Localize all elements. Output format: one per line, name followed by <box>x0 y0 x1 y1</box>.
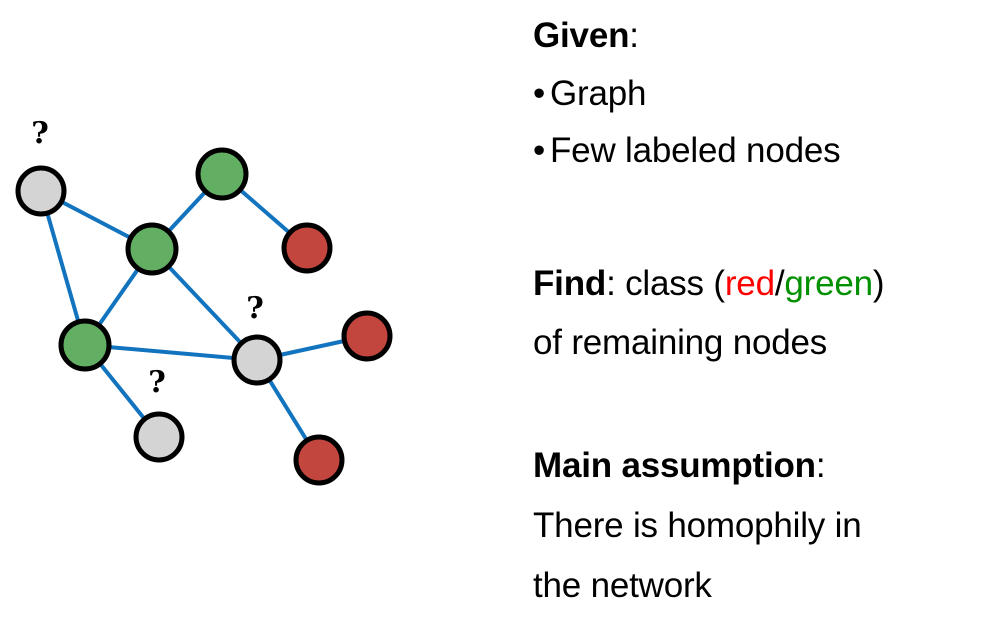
find-line-1: Find: class (red/green) <box>533 264 885 304</box>
given-heading-colon: : <box>629 16 639 55</box>
assumption-heading-colon: : <box>815 446 826 485</box>
graph-node-green-top[interactable] <box>195 147 249 201</box>
bullet-few-labeled-nodes-label: Few labeled nodes <box>550 131 841 170</box>
bullet-dot-icon: • <box>533 74 546 113</box>
bullet-graph-label: Graph <box>550 74 647 113</box>
given-heading-label: Given <box>533 16 630 55</box>
graph-node-gray-unknown-center[interactable] <box>231 334 283 386</box>
assumption-heading-label: Main assumption <box>533 446 816 485</box>
given-heading: Given: <box>533 16 639 56</box>
assumption-line-2: the network <box>533 566 712 605</box>
graph-edge-n5-n6 <box>83 343 259 362</box>
graph-node-gray-unknown-top-left[interactable] <box>15 165 67 217</box>
bullet-dot-icon: • <box>533 131 546 170</box>
graph-node-red-right[interactable] <box>341 310 393 362</box>
graph-node-green-middle[interactable] <box>125 222 179 276</box>
question-mark-icon-gray-unknown-top-left: ? <box>31 116 49 151</box>
assumption-heading: Main assumption: <box>533 446 826 486</box>
graph-node-red-bottom[interactable] <box>293 434 345 486</box>
edge-layer <box>39 172 369 462</box>
graph-svg <box>15 147 393 486</box>
graph-node-green-left[interactable] <box>58 318 112 372</box>
graph-illustration: ??? <box>0 0 500 623</box>
find-line-2: of remaining nodes <box>533 323 828 362</box>
bullet-graph: •Graph <box>533 74 646 114</box>
bullet-few-labeled-nodes: •Few labeled nodes <box>533 131 841 171</box>
find-post-label: ) <box>872 264 885 303</box>
graph-edge-n1-n5 <box>39 189 87 347</box>
graph-node-red-top-right[interactable] <box>281 222 333 274</box>
node-layer <box>15 147 393 486</box>
find-slash-label: / <box>774 264 785 303</box>
question-mark-icon-gray-unknown-center: ? <box>246 291 264 326</box>
find-red-word: red <box>724 264 775 303</box>
text-panel: Given: •Graph •Few labeled nodes Find: c… <box>530 0 1004 623</box>
find-green-word: green <box>784 264 873 303</box>
question-mark-icon-gray-unknown-bottom: ? <box>148 365 166 400</box>
find-pre-label: : class ( <box>606 264 725 303</box>
find-heading-label: Find <box>533 264 607 303</box>
graph-node-gray-unknown-bottom[interactable] <box>133 411 185 463</box>
assumption-line-1: There is homophily in <box>533 506 862 545</box>
